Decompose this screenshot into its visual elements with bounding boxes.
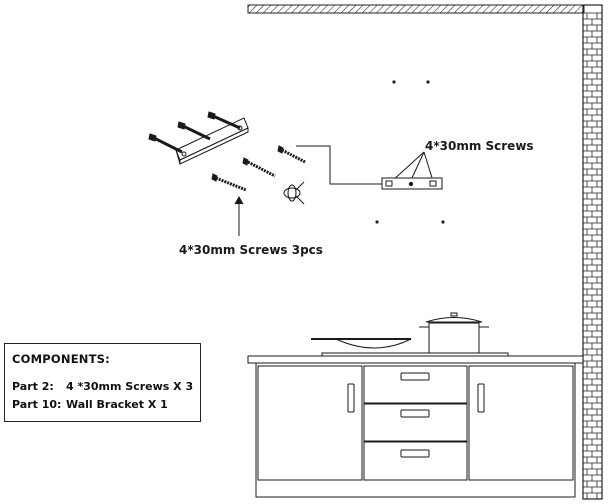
mounted-bracket — [381, 177, 443, 190]
screw — [277, 145, 306, 164]
component-part: Part 10: — [12, 398, 62, 411]
component-desc: Wall Bracket X 1 — [66, 398, 168, 411]
frying-pan — [311, 338, 412, 349]
countertop — [247, 355, 584, 364]
cooking-pot — [419, 312, 489, 354]
wall-anchor — [148, 133, 183, 154]
wall-anchor — [177, 121, 211, 141]
drawer-handle — [400, 372, 430, 381]
components-title: COMPONENTS: — [12, 352, 110, 366]
leader-lines — [234, 145, 434, 236]
left-cabinet-door — [257, 365, 363, 481]
exploded-bracket-assembly — [148, 111, 306, 205]
drawer-handle — [400, 409, 430, 418]
kitchen-cabinet — [247, 355, 584, 498]
drawer-handle — [400, 449, 430, 458]
screw — [211, 173, 247, 192]
bracket-screws-label: 4*30mm Screws — [425, 139, 534, 153]
screw — [242, 157, 276, 178]
component-desc: 4 *30mm Screws X 3 — [66, 380, 194, 393]
wall-mount-holes — [375, 80, 445, 224]
hob-surface — [321, 352, 509, 357]
cooktop — [311, 312, 509, 357]
wall-bracket — [175, 117, 249, 165]
drawer — [363, 365, 468, 404]
ceiling — [247, 4, 585, 14]
component-item: Part 10: Wall Bracket X 1 — [12, 396, 193, 414]
brick-wall — [582, 4, 603, 500]
drawer — [363, 441, 468, 481]
component-part: Part 2: — [12, 380, 54, 393]
components-list: COMPONENTS: Part 2: 4 *30mm Screws X 3 P… — [4, 343, 201, 422]
door-handle — [477, 383, 485, 413]
component-item: Part 2: 4 *30mm Screws X 3 — [12, 378, 193, 396]
wall-anchor — [207, 111, 241, 130]
right-cabinet-door — [468, 365, 574, 481]
loose-screws-label: 4*30mm Screws 3pcs — [179, 243, 323, 257]
screwdriver-tip — [283, 181, 305, 205]
door-handle — [347, 383, 355, 413]
